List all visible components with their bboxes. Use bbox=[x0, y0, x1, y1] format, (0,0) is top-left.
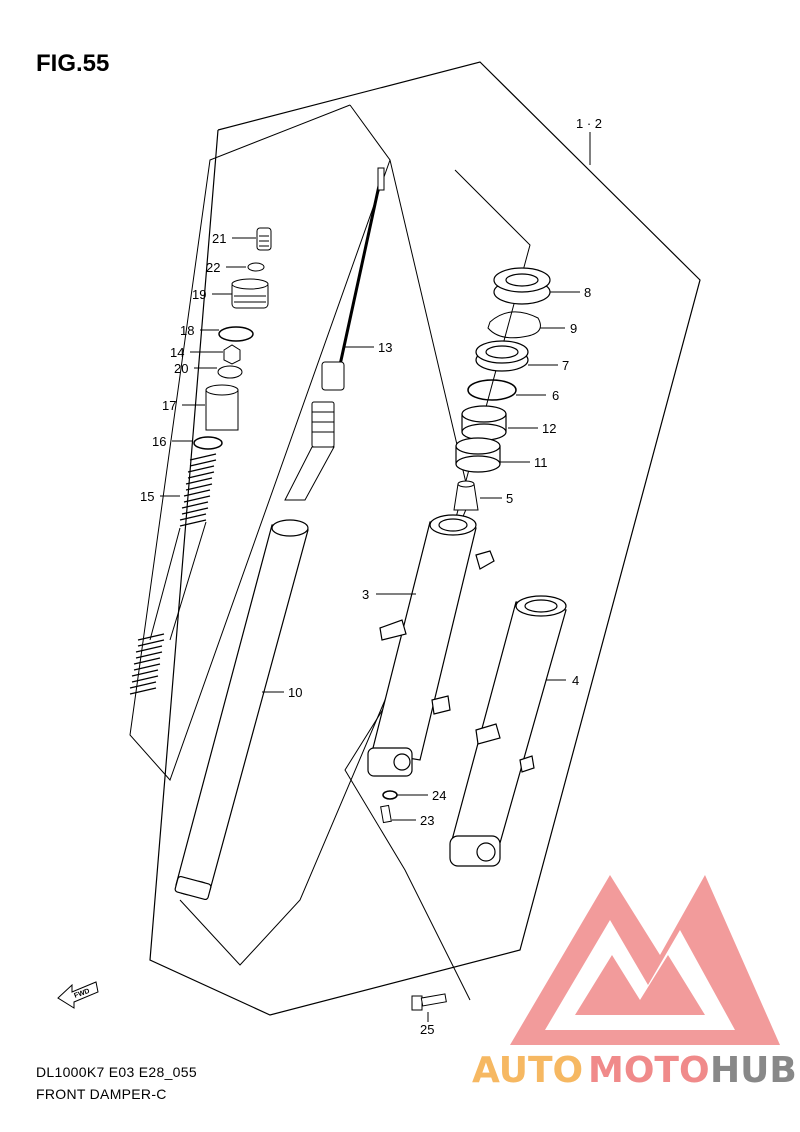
label-5: 5 bbox=[506, 491, 513, 506]
footer-code: DL1000K7 E03 E28_055 bbox=[36, 1064, 197, 1080]
part-12-bushing bbox=[461, 405, 507, 441]
part-5-oil-lock-piece bbox=[453, 480, 479, 511]
watermark-logo bbox=[510, 875, 780, 1045]
label-17: 17 bbox=[162, 398, 176, 413]
label-25: 25 bbox=[420, 1022, 434, 1037]
part-18-o-ring bbox=[218, 326, 254, 342]
part-16-washer bbox=[193, 436, 223, 450]
label-9: 9 bbox=[570, 321, 577, 336]
label-22: 22 bbox=[206, 260, 220, 275]
frame-fork-tube bbox=[179, 159, 471, 966]
label-8: 8 bbox=[584, 285, 591, 300]
part-20-clip bbox=[217, 365, 243, 379]
label-assembly: 1 · 2 bbox=[576, 116, 602, 131]
label-13: 13 bbox=[378, 340, 392, 355]
label-23: 23 bbox=[420, 813, 434, 828]
watermark-text-auto: AUTO bbox=[472, 1050, 583, 1091]
part-19-cap bbox=[231, 278, 269, 309]
label-14: 14 bbox=[170, 345, 184, 360]
label-10: 10 bbox=[288, 685, 302, 700]
frame-internals bbox=[129, 104, 391, 781]
label-16: 16 bbox=[152, 434, 166, 449]
part-22-washer bbox=[247, 262, 265, 272]
figure-title: FIG.55 bbox=[36, 50, 110, 77]
label-4: 4 bbox=[572, 673, 579, 688]
part-17-spacer bbox=[205, 384, 239, 431]
label-7: 7 bbox=[562, 358, 569, 373]
part-23-bolt bbox=[380, 804, 392, 824]
part-25-bolt bbox=[411, 993, 447, 1011]
label-3: 3 bbox=[362, 587, 369, 602]
part-8-dust-seal bbox=[493, 267, 551, 305]
label-19: 19 bbox=[192, 287, 206, 302]
part-15-spring bbox=[129, 453, 217, 695]
watermark-text-moto: MOTO bbox=[588, 1050, 710, 1091]
part-24-washer bbox=[382, 790, 398, 800]
watermark-text-hub: HUB bbox=[710, 1050, 797, 1091]
label-18: 18 bbox=[180, 323, 194, 338]
part-6-washer bbox=[467, 379, 517, 401]
part-10-inner-tube bbox=[174, 519, 309, 901]
label-6: 6 bbox=[552, 388, 559, 403]
footer-description: FRONT DAMPER-C bbox=[36, 1086, 167, 1102]
assembly-frame-outer bbox=[149, 61, 701, 1016]
label-15: 15 bbox=[140, 489, 154, 504]
part-13-damper-rod bbox=[284, 167, 385, 501]
part-14-nut bbox=[223, 344, 241, 365]
label-21: 21 bbox=[212, 231, 226, 246]
label-12: 12 bbox=[542, 421, 556, 436]
part-7-oil-seal bbox=[475, 340, 529, 372]
label-11: 11 bbox=[534, 455, 548, 470]
part-3-outer-tube-left bbox=[367, 514, 495, 777]
part-21-bolt bbox=[256, 227, 272, 251]
part-9-circlip bbox=[487, 311, 541, 339]
label-24: 24 bbox=[432, 788, 446, 803]
label-20: 20 bbox=[174, 361, 188, 376]
part-4-outer-tube-right bbox=[449, 595, 567, 867]
fwd-arrow-icon: FWD bbox=[57, 981, 99, 1009]
part-11-bushing bbox=[455, 437, 501, 473]
